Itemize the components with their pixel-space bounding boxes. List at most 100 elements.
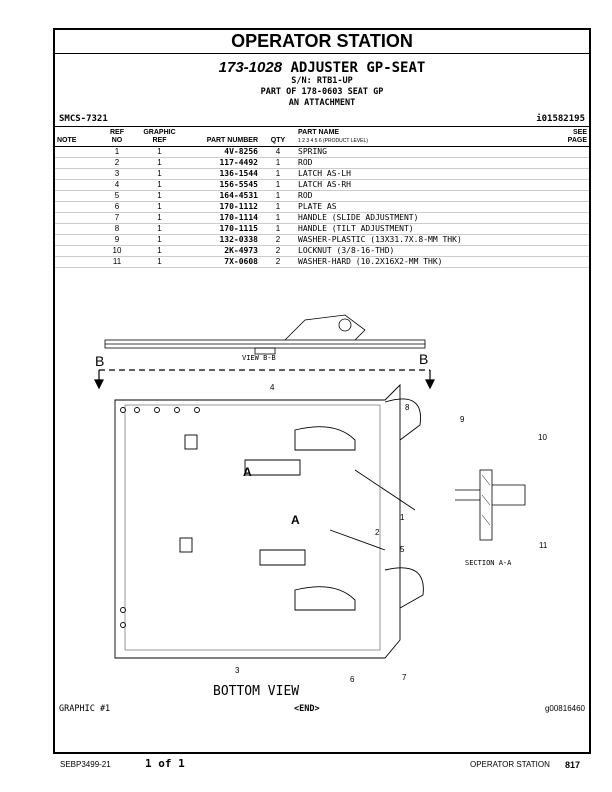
- see-page: [545, 256, 589, 268]
- part-name: PLATE AS: [296, 201, 545, 213]
- page-of: 1 of 1: [145, 757, 185, 770]
- callout-8: 8: [405, 403, 410, 412]
- graphic-ref: 1: [135, 146, 184, 158]
- part-heading: 173-1028 ADJUSTER GP-SEAT: [55, 59, 589, 76]
- part-number[interactable]: 7X-0608: [184, 256, 260, 268]
- qty: 1: [260, 223, 296, 235]
- serial: S/N: RTB1-UP: [291, 76, 353, 86]
- qty: 2: [260, 245, 296, 257]
- col-gref: REF: [152, 137, 167, 144]
- part-name: SPRING: [296, 146, 545, 158]
- qty: 1: [260, 201, 296, 213]
- ref-no: 11: [99, 256, 135, 268]
- part-number[interactable]: 136-1544: [184, 168, 260, 180]
- col-no: NO: [111, 137, 123, 144]
- part-number[interactable]: 132-0338: [184, 234, 260, 246]
- col-levels: 1 2 3 4 5 6 (PRODUCT LEVEL): [298, 138, 368, 144]
- graphic-ref: 1: [135, 179, 184, 191]
- qty: 1: [260, 157, 296, 169]
- label-b-left: B: [95, 353, 104, 369]
- qty: 2: [260, 234, 296, 246]
- col-part-number: PART NUMBER: [184, 129, 260, 147]
- part-name: HANDLE (SLIDE ADJUSTMENT): [296, 212, 545, 224]
- see-page: [545, 190, 589, 202]
- col-note: NOTE: [55, 129, 99, 147]
- note: [55, 190, 99, 202]
- ref-no: 7: [99, 212, 135, 224]
- part-number-title: 173-1028: [218, 59, 283, 76]
- graphic-ref: 1: [135, 234, 184, 246]
- graphic-ref: 1: [135, 168, 184, 180]
- part-name: ROD: [296, 190, 545, 202]
- label-view-bb: VIEW B-B: [242, 354, 276, 362]
- ref-no: 1: [99, 146, 135, 158]
- label-a-bottom: A: [291, 513, 300, 527]
- qty: 1: [260, 212, 296, 224]
- part-number[interactable]: 156-5545: [184, 179, 260, 191]
- part-number[interactable]: 170-1115: [184, 223, 260, 235]
- attachment: AN ATTACHMENT: [288, 98, 356, 108]
- part-number[interactable]: 117-4492: [184, 157, 260, 169]
- part-number[interactable]: 164-4531: [184, 190, 260, 202]
- callout-7: 7: [402, 673, 407, 682]
- part-number[interactable]: 4V-8256: [184, 146, 260, 158]
- doc-number: SEBP3499-21: [60, 760, 111, 769]
- section-aa: [455, 469, 526, 541]
- callout-2: 2: [375, 528, 380, 537]
- callout-5: 5: [400, 545, 405, 554]
- note: [55, 256, 99, 268]
- part-number[interactable]: 2K-4973: [184, 245, 260, 257]
- note: [55, 234, 99, 246]
- callout-11: 11: [539, 541, 548, 550]
- col-ref: REF: [110, 129, 124, 136]
- part-number[interactable]: 170-1112: [184, 201, 260, 213]
- see-page: [545, 201, 589, 213]
- part-name-title: ADJUSTER GP-SEAT: [290, 60, 426, 76]
- note: [55, 157, 99, 169]
- smcs-code: SMCS-7321: [59, 114, 108, 124]
- callout-9: 9: [460, 415, 465, 424]
- col-qty: QTY: [260, 129, 296, 147]
- label-b-right: B: [419, 351, 428, 367]
- graphic-label: GRAPHIC #1: [59, 704, 111, 714]
- part-name: HANDLE (TILT ADJUSTMENT): [296, 223, 545, 235]
- graphic-footer: GRAPHIC #1 <END> g00816460: [59, 704, 585, 714]
- graphic-ref: 1: [135, 190, 184, 202]
- col-part-name: PART NAME: [298, 129, 340, 136]
- callout-1: 1: [400, 513, 405, 522]
- ref-no: 4: [99, 179, 135, 191]
- section-title: OPERATOR STATION: [55, 30, 589, 54]
- graphic-ref: 1: [135, 201, 184, 213]
- callout-10: 10: [538, 433, 547, 442]
- see-page: [545, 179, 589, 191]
- page-frame: OPERATOR STATION 173-1028 ADJUSTER GP-SE…: [53, 28, 591, 754]
- part-name: WASHER-HARD (10.2X16X2-MM THK): [296, 256, 545, 268]
- note: [55, 168, 99, 180]
- footer-section: OPERATOR STATION: [470, 760, 550, 769]
- graphic-ref: 1: [135, 256, 184, 268]
- part-name: LATCH AS-LH: [296, 168, 545, 180]
- qty: 1: [260, 168, 296, 180]
- page-number: 817: [565, 760, 581, 770]
- note: [55, 201, 99, 213]
- graphic-ref: 1: [135, 245, 184, 257]
- qty: 2: [260, 256, 296, 268]
- graphic-id: g00816460: [544, 704, 585, 713]
- graphic-ref: 1: [135, 223, 184, 235]
- callout-3: 3: [235, 666, 240, 675]
- ref-no: 5: [99, 190, 135, 202]
- label-a-top: A: [243, 465, 252, 479]
- side-view: [104, 314, 426, 355]
- part-number[interactable]: 170-1114: [184, 212, 260, 224]
- part-name: LATCH AS-RH: [296, 179, 545, 191]
- see-page: [545, 146, 589, 158]
